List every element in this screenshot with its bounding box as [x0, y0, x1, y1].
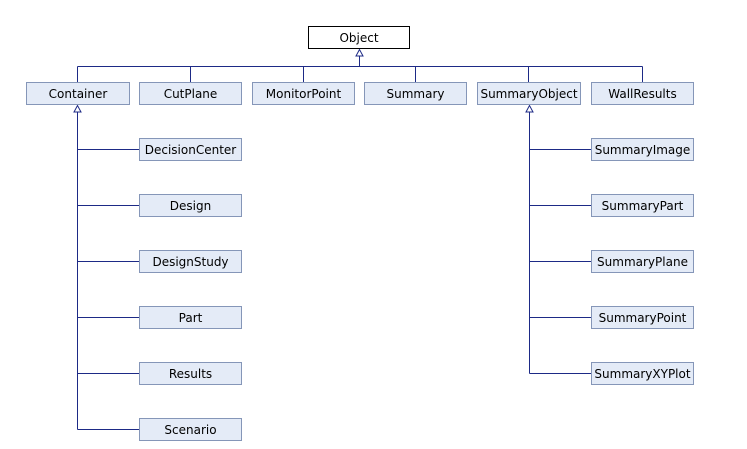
- node-scenario[interactable]: Scenario: [139, 418, 242, 441]
- arrowhead-object: [355, 48, 364, 57]
- node-summarypoint[interactable]: SummaryPoint: [591, 306, 694, 329]
- node-summarypart[interactable]: SummaryPart: [591, 194, 694, 217]
- node-design[interactable]: Design: [139, 194, 242, 217]
- node-part[interactable]: Part: [139, 306, 242, 329]
- node-results[interactable]: Results: [139, 362, 242, 385]
- node-monitorpoint[interactable]: MonitorPoint: [252, 82, 355, 105]
- node-object[interactable]: Object: [308, 26, 410, 49]
- arrowhead-summaryobject: [525, 104, 534, 113]
- node-designstudy[interactable]: DesignStudy: [139, 250, 242, 273]
- arrowhead-container: [73, 104, 82, 113]
- node-wallresults[interactable]: WallResults: [591, 82, 694, 105]
- node-summaryobject[interactable]: SummaryObject: [477, 82, 581, 105]
- node-decisioncenter[interactable]: DecisionCenter: [139, 138, 242, 161]
- node-summaryxyplot[interactable]: SummaryXYPlot: [591, 362, 694, 385]
- node-summaryimage[interactable]: SummaryImage: [591, 138, 694, 161]
- node-summaryplane[interactable]: SummaryPlane: [591, 250, 694, 273]
- node-container[interactable]: Container: [26, 82, 130, 105]
- node-cutplane[interactable]: CutPlane: [139, 82, 242, 105]
- node-summary[interactable]: Summary: [364, 82, 467, 105]
